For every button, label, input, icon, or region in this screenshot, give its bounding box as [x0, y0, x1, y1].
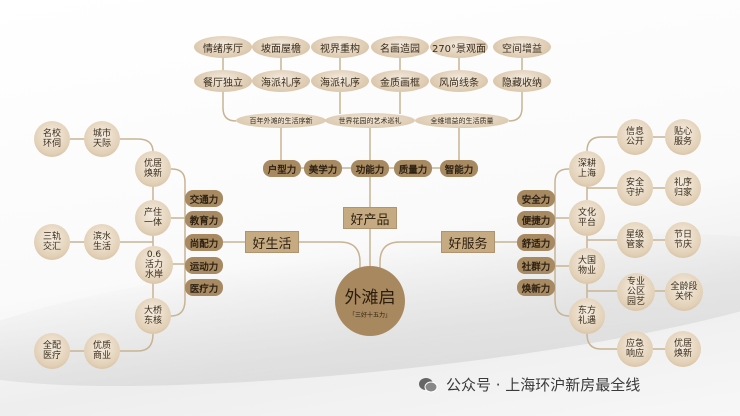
power-pill-product: 智能力 — [440, 160, 478, 177]
service-node-circle: 深耕 上海 — [569, 151, 605, 187]
service-node-circle: 文化 平台 — [569, 200, 605, 236]
life-node-circle: 优质 商业 — [84, 333, 120, 369]
life-node-circle: 三轨 交汇 — [34, 224, 70, 260]
service-node-circle: 信息 公开 — [617, 119, 653, 155]
feature-ellipse: 坡面屋檐 — [252, 36, 310, 58]
power-pill-service: 焕新力 — [517, 279, 555, 296]
center-node: 外滩启 「三好十五力」 — [335, 266, 405, 336]
footer-text: 公众号 · 上海环沪新房最全线 — [446, 376, 641, 394]
feature-ellipse: 270°景观面 — [430, 36, 488, 58]
life-node-circle: 大桥 东核 — [135, 298, 171, 334]
banner-ellipse: 世界花园的艺术巡礼 — [325, 113, 415, 128]
power-pill-life: 交通力 — [185, 190, 223, 207]
category-good-product: 好产品 — [343, 207, 397, 229]
life-node-circle: 全配 医疗 — [34, 333, 70, 369]
feature-ellipse: 视界重构 — [311, 36, 369, 58]
service-node-circle: 大国 物业 — [569, 248, 605, 284]
power-pill-life: 教育力 — [185, 211, 223, 228]
power-pill-life: 运动力 — [185, 257, 223, 274]
feature-ellipse: 海派礼序 — [311, 70, 369, 92]
life-node-circle: 城市 天际 — [84, 121, 120, 157]
feature-ellipse: 名画造园 — [371, 36, 429, 58]
feature-ellipse: 隐藏收纳 — [493, 70, 551, 92]
feature-ellipse: 海派礼序 — [252, 70, 310, 92]
service-node-circle: 安全 守护 — [617, 170, 653, 206]
feature-ellipse: 情绪序厅 — [194, 36, 252, 58]
feature-ellipse: 空间增益 — [493, 36, 551, 58]
power-pill-product: 美学力 — [304, 160, 342, 177]
power-pill-product: 户型力 — [263, 160, 301, 177]
power-pill-product: 质量力 — [394, 160, 432, 177]
power-pill-life: 医疗力 — [185, 279, 223, 296]
service-node-circle: 节日 节庆 — [665, 222, 701, 258]
wechat-icon — [419, 377, 438, 392]
banner-ellipse: 百年外滩的生活序新 — [236, 113, 326, 128]
power-pill-product: 功能力 — [351, 160, 389, 177]
footer-watermark: 公众号 · 上海环沪新房最全线 — [418, 374, 640, 395]
category-good-life: 好生活 — [245, 231, 299, 253]
service-node-circle: 全龄段 关怀 — [665, 273, 703, 311]
service-node-circle: 礼序 归家 — [665, 170, 701, 206]
service-node-circle: 星级 管家 — [617, 222, 653, 258]
service-node-circle: 专业 公区 园艺 — [617, 273, 655, 311]
center-subtitle: 「三好十五力」 — [348, 312, 391, 319]
category-good-service: 好服务 — [441, 231, 495, 253]
service-node-circle: 贴心 服务 — [665, 119, 701, 155]
life-node-circle: 优居 焕新 — [135, 151, 171, 187]
power-pill-service: 便捷力 — [517, 211, 555, 228]
service-node-circle: 东方 礼遇 — [569, 298, 605, 334]
life-node-circle: 滨水 生活 — [84, 224, 120, 260]
life-node-circle: 产住 一体 — [135, 200, 171, 236]
power-pill-service: 社群力 — [517, 257, 555, 274]
feature-ellipse: 金质画框 — [371, 70, 429, 92]
feature-ellipse: 风尚线条 — [430, 70, 488, 92]
life-node-circle: 名校 环伺 — [34, 121, 70, 157]
feature-ellipse: 餐厅独立 — [194, 70, 252, 92]
power-pill-life: 尚配力 — [185, 234, 223, 251]
power-pill-service: 舒适力 — [517, 234, 555, 251]
power-pill-service: 安全力 — [517, 190, 555, 207]
life-node-circle: 0.6 活力 水岸 — [135, 246, 173, 284]
service-node-circle: 优居 焕新 — [665, 331, 701, 367]
center-title: 外滩启 — [344, 288, 396, 308]
service-node-circle: 应急 响应 — [617, 331, 653, 367]
banner-ellipse: 全维增益的生活质量 — [415, 113, 509, 128]
